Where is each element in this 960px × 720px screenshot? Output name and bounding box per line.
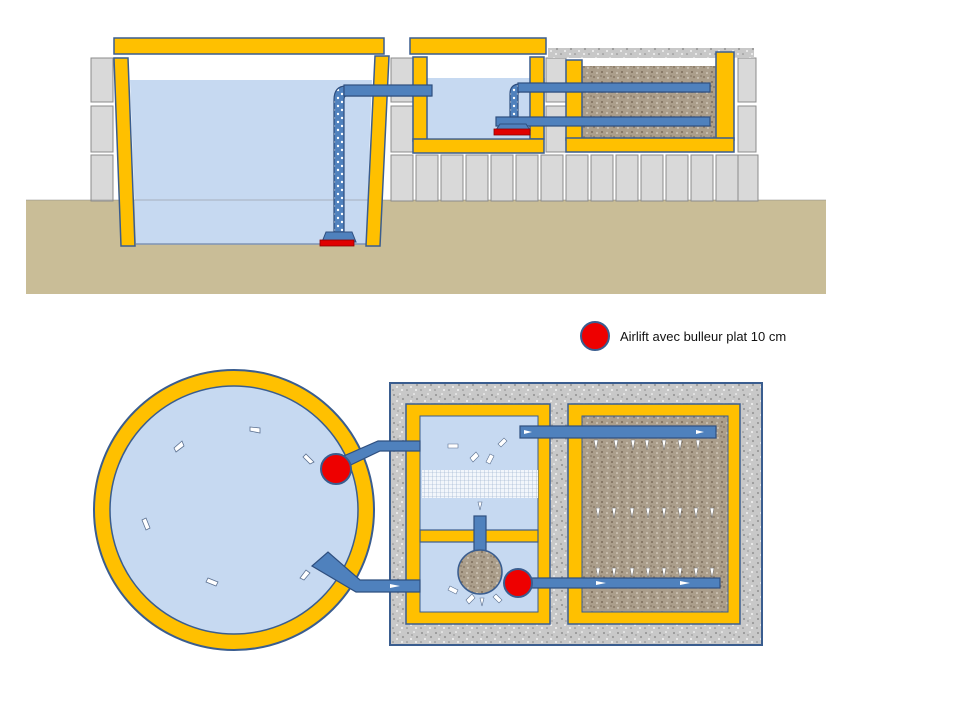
main-tank-water — [130, 80, 372, 244]
chamber-1-left-wall — [412, 56, 428, 142]
legend: Airlift avec bulleur plat 10 cm — [580, 318, 786, 354]
pond-airlift-marker-top — [320, 453, 352, 485]
media-chamber-gravel-top — [548, 48, 754, 58]
pond-return-pipe-bottom — [310, 551, 421, 593]
left-block-column — [90, 57, 114, 202]
media-flow-arrows — [593, 439, 715, 579]
main-tank-lid — [113, 37, 385, 55]
main-tank-right-wall — [365, 55, 390, 247]
round-sieve-basket — [457, 549, 503, 595]
filter-base-blocks — [390, 57, 759, 202]
chamber-1-lid — [409, 37, 547, 55]
chamber-return-pipe — [495, 116, 711, 127]
plan-view — [93, 369, 763, 651]
media-chamber-fill — [582, 66, 716, 138]
media-chamber-floor — [565, 137, 735, 153]
main-tank-diffuser — [321, 231, 357, 243]
chamber-1-floor — [412, 138, 545, 154]
pond-water — [109, 385, 359, 635]
chamber-bubbler — [493, 128, 531, 136]
side-elevation-view — [26, 37, 826, 294]
media-chamber-left-wall — [565, 59, 583, 141]
chamber-feed-pipe — [519, 425, 717, 439]
airlift-marker-icon — [580, 321, 610, 351]
media-chamber-right-wall — [715, 51, 735, 141]
main-tank-left-wall — [113, 57, 136, 247]
legend-label: Airlift avec bulleur plat 10 cm — [620, 328, 787, 344]
pond-flow-arrows — [141, 426, 315, 587]
chamber-1-right-wall — [529, 56, 545, 140]
chamber-airlift-marker — [503, 568, 533, 598]
sieve-mesh — [422, 470, 538, 498]
main-tank-bubbler — [319, 239, 355, 247]
settling-flow-arrows — [447, 437, 508, 607]
